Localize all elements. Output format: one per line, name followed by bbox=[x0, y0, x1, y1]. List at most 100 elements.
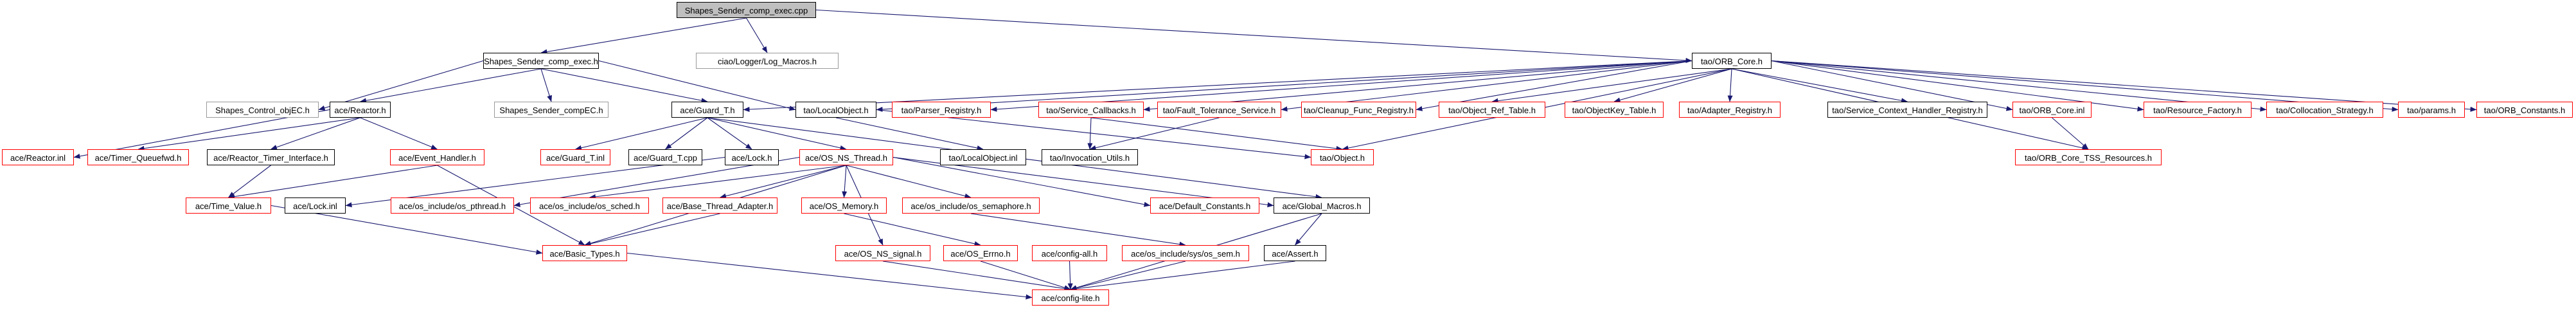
graph-node-resfac[interactable]: tao/Resource_Factory.h bbox=[2144, 102, 2252, 118]
graph-node-syssem[interactable]: ace/os_include/sys/os_sem.h bbox=[1122, 245, 1249, 261]
graph-node-compec[interactable]: Shapes_Sender_compEC.h bbox=[494, 102, 608, 118]
graph-node-timerq[interactable]: ace/Timer_Queuefwd.h bbox=[87, 149, 189, 165]
graph-node-label: ace/os_include/sys/os_sem.h bbox=[1131, 249, 1240, 259]
graph-node-objref[interactable]: tao/Object_Ref_Table.h bbox=[1439, 102, 1545, 118]
include-edge bbox=[1067, 261, 1073, 290]
include-edge bbox=[1771, 60, 2144, 112]
include-edge bbox=[1087, 117, 1093, 150]
graph-node-invoc[interactable]: tao/Invocation_Utils.h bbox=[1042, 149, 1138, 165]
graph-node-label: tao/Invocation_Utils.h bbox=[1049, 153, 1130, 163]
graph-node-cfglite[interactable]: ace/config-lite.h bbox=[1032, 289, 1109, 306]
graph-node-fault[interactable]: tao/Fault_Tolerance_Service.h bbox=[1157, 102, 1281, 118]
include-edge bbox=[598, 60, 796, 111]
graph-node-label: tao/Fault_Tolerance_Service.h bbox=[1162, 106, 1276, 115]
graph-node-reactor_inl[interactable]: ace/Reactor.inl bbox=[2, 149, 74, 165]
graph-node-label: ace/OS_Errno.h bbox=[950, 249, 1011, 259]
include-edge bbox=[665, 117, 708, 150]
graph-node-sched[interactable]: ace/os_include/os_sched.h bbox=[530, 197, 649, 214]
graph-node-cleanup[interactable]: tao/Cleanup_Func_Registry.h bbox=[1301, 102, 1416, 118]
include-edge bbox=[815, 9, 1692, 63]
graph-node-basic[interactable]: ace/Basic_Types.h bbox=[542, 245, 627, 261]
graph-node-bta[interactable]: ace/Base_Thread_Adapter.h bbox=[662, 197, 777, 214]
graph-node-sch[interactable]: tao/Service_Context_Handler_Registry.h bbox=[1827, 102, 1987, 118]
graph-node-defconst[interactable]: ace/Default_Constants.h bbox=[1150, 197, 1259, 214]
include-edge bbox=[876, 60, 1692, 112]
include-edge bbox=[1491, 68, 1732, 104]
include-edge bbox=[1613, 68, 1732, 103]
graph-node-guard[interactable]: ace/Guard_T.h bbox=[671, 102, 743, 118]
graph-node-params[interactable]: tao/params.h bbox=[2398, 102, 2465, 118]
graph-node-label: ace/Reactor.inl bbox=[10, 153, 66, 163]
graph-node-label: Shapes_Sender_compEC.h bbox=[499, 106, 603, 115]
graph-node-svc_cb[interactable]: tao/Service_Callbacks.h bbox=[1038, 102, 1144, 118]
graph-node-label: tao/LocalObject.inl bbox=[948, 153, 1018, 163]
include-edge bbox=[1281, 60, 1692, 112]
include-edge bbox=[228, 165, 271, 198]
include-edge bbox=[1295, 213, 1322, 246]
include-edge bbox=[1771, 60, 2267, 112]
graph-node-timeval[interactable]: ace/Time_Value.h bbox=[186, 197, 271, 214]
graph-node-pthread[interactable]: ace/os_include/os_pthread.h bbox=[391, 197, 514, 214]
graph-node-label: ace/Lock.h bbox=[731, 153, 772, 163]
graph-node-evh[interactable]: ace/Event_Handler.h bbox=[390, 149, 484, 165]
graph-node-localobj_inl[interactable]: tao/LocalObject.inl bbox=[940, 149, 1026, 165]
graph-node-label: ace/config-all.h bbox=[1041, 249, 1098, 259]
include-edge bbox=[980, 261, 1071, 290]
graph-node-guard_cpp[interactable]: ace/Guard_T.cpp bbox=[628, 149, 702, 165]
graph-node-osns_thread[interactable]: ace/OS_NS_Thread.h bbox=[799, 149, 893, 165]
include-edge bbox=[1771, 60, 2477, 112]
graph-node-sema[interactable]: ace/os_include/os_semaphore.h bbox=[902, 197, 1040, 214]
graph-node-cpp[interactable]: Shapes_Sender_comp_exec.cpp bbox=[677, 2, 816, 18]
graph-node-label: ace/OS_Memory.h bbox=[809, 201, 879, 211]
graph-node-lock_inl[interactable]: ace/Lock.inl bbox=[285, 197, 346, 214]
graph-node-cfgall[interactable]: ace/config-all.h bbox=[1032, 245, 1107, 261]
graph-node-assert[interactable]: ace/Assert.h bbox=[1264, 245, 1326, 261]
include-edge bbox=[318, 60, 484, 111]
graph-node-guard_inl[interactable]: ace/Guard_T.inl bbox=[540, 149, 610, 165]
graph-node-label: tao/Parser_Registry.h bbox=[901, 106, 982, 115]
graph-node-orbcore_inl[interactable]: tao/ORB_Core.inl bbox=[2012, 102, 2092, 118]
include-edge bbox=[1143, 60, 1692, 112]
graph-node-label: tao/Cleanup_Func_Registry.h bbox=[1303, 106, 1414, 115]
graph-node-ctrl_objec[interactable]: Shapes_Control_objEC.h bbox=[206, 102, 319, 118]
graph-node-parser[interactable]: tao/Parser_Registry.h bbox=[892, 102, 991, 118]
include-edge bbox=[882, 261, 1071, 291]
include-edge bbox=[1771, 60, 2013, 111]
graph-node-colloc[interactable]: tao/Collocation_Strategy.h bbox=[2266, 102, 2383, 118]
graph-node-object[interactable]: tao/Object.h bbox=[1311, 149, 1374, 165]
graph-node-signal[interactable]: ace/OS_NS_signal.h bbox=[835, 245, 930, 261]
graph-node-label: ace/Base_Thread_Adapter.h bbox=[666, 201, 774, 211]
graph-node-exec_h[interactable]: Shapes_Sender_comp_exec.h bbox=[483, 53, 599, 69]
graph-node-globmac[interactable]: ace/Global_Macros.h bbox=[1274, 197, 1370, 214]
graph-node-label: ace/Time_Value.h bbox=[195, 201, 262, 211]
graph-node-rti[interactable]: ace/Reactor_Timer_Interface.h bbox=[207, 149, 335, 165]
graph-node-objkey[interactable]: tao/ObjectKey_Table.h bbox=[1565, 102, 1664, 118]
graph-node-orbcore[interactable]: tao/ORB_Core.h bbox=[1692, 53, 1772, 69]
graph-node-label: ace/Reactor.h bbox=[334, 106, 386, 115]
graph-node-osmem[interactable]: ace/OS_Memory.h bbox=[801, 197, 887, 214]
graph-node-label: Shapes_Sender_comp_exec.cpp bbox=[684, 6, 808, 15]
graph-node-localobj[interactable]: tao/LocalObject.h bbox=[795, 102, 876, 118]
include-edge bbox=[138, 117, 360, 151]
include-edge bbox=[360, 117, 438, 150]
graph-node-lock[interactable]: ace/Lock.h bbox=[725, 149, 779, 165]
graph-node-adapter[interactable]: tao/Adapter_Registry.h bbox=[1679, 102, 1781, 118]
graph-node-log[interactable]: ciao/Logger/Log_Macros.h bbox=[696, 53, 839, 69]
graph-node-reactor[interactable]: ace/Reactor.h bbox=[330, 102, 391, 118]
include-edge bbox=[842, 165, 848, 198]
graph-node-label: ace/OS_NS_Thread.h bbox=[805, 153, 887, 163]
graph-node-label: ace/Default_Constants.h bbox=[1159, 201, 1251, 211]
graph-node-tss[interactable]: tao/ORB_Core_TSS_Resources.h bbox=[2015, 149, 2162, 165]
include-edge bbox=[1771, 60, 2399, 112]
include-edge bbox=[1727, 68, 1733, 102]
include-edge bbox=[835, 117, 984, 151]
include-edge bbox=[746, 17, 768, 53]
include-edge bbox=[893, 156, 1151, 207]
include-edge bbox=[707, 117, 752, 150]
graph-node-errno[interactable]: ace/OS_Errno.h bbox=[943, 245, 1018, 261]
graph-node-label: Shapes_Sender_comp_exec.h bbox=[484, 57, 598, 66]
graph-node-orbconst[interactable]: tao/ORB_Constants.h bbox=[2476, 102, 2573, 118]
include-edge bbox=[589, 165, 847, 199]
include-edge bbox=[540, 68, 552, 102]
graph-node-label: tao/Resource_Factory.h bbox=[2153, 106, 2242, 115]
